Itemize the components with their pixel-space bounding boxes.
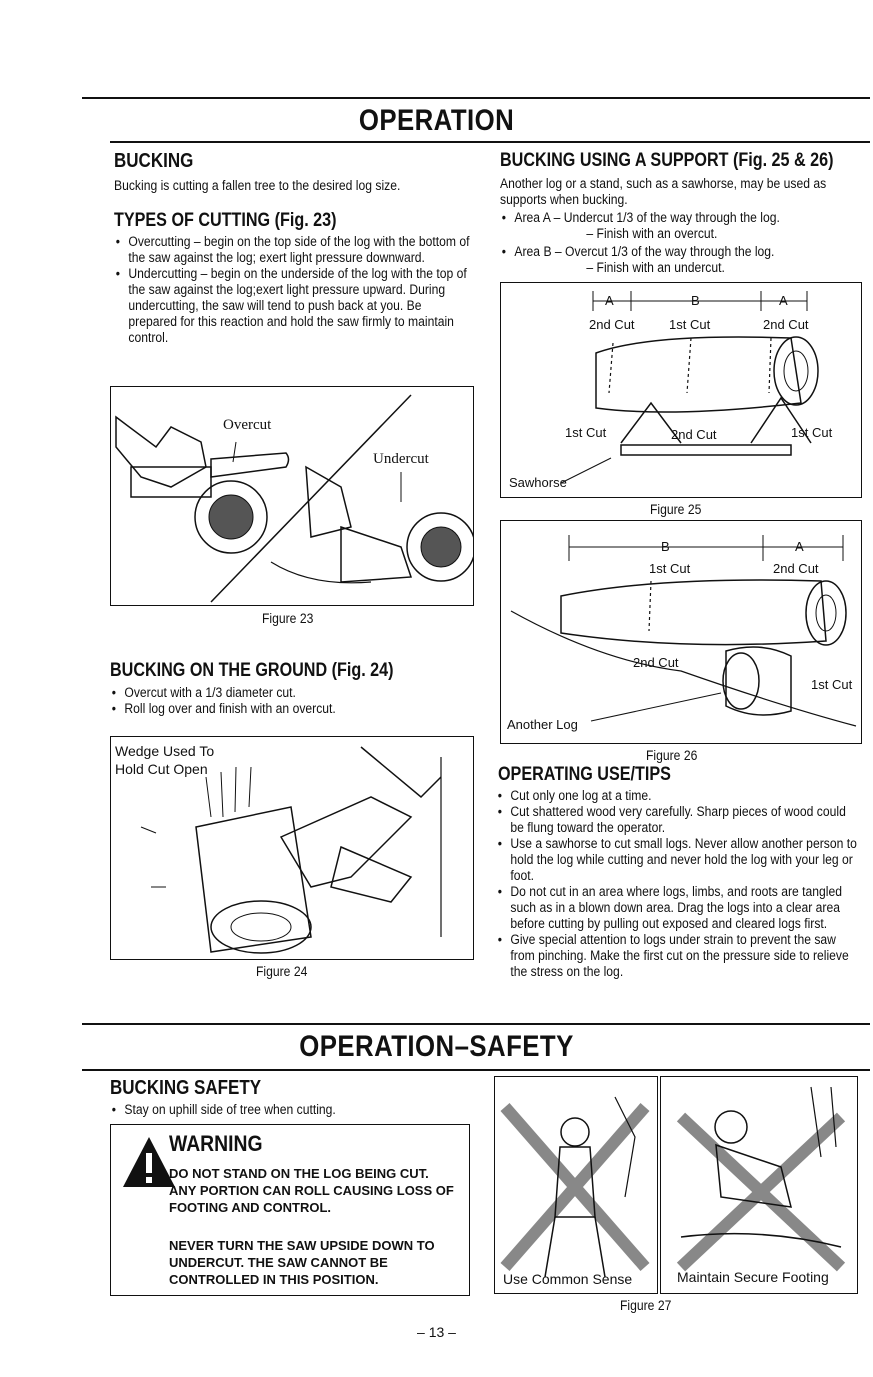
page-title-operation: OPERATION xyxy=(358,104,515,137)
figure-27-right-illustration xyxy=(676,1086,846,1272)
page-number: – 13 – xyxy=(417,1324,456,1340)
fig26-a: A xyxy=(795,539,804,554)
bucking-safety-heading: BUCKING SAFETY xyxy=(110,1077,262,1099)
bucking-intro: Bucking is cutting a fallen tree to the … xyxy=(114,178,401,193)
title-rule xyxy=(110,141,870,143)
list-item: Area B – Overcut 1/3 of the way through … xyxy=(500,244,860,276)
fig25-sawhorse-label: Sawhorse xyxy=(509,475,567,490)
operating-tips-heading: OPERATING USE/TIPS xyxy=(498,764,671,785)
warning-paragraph-1: DO NOT STAND ON THE LOG BEING CUT. ANY P… xyxy=(169,1166,454,1215)
list-item: Use a sawhorse to cut small logs. Never … xyxy=(496,836,860,884)
warning-triangle-icon xyxy=(123,1137,175,1187)
use-common-sense-label: Use Common Sense xyxy=(503,1271,633,1287)
figure-27-caption: Figure 27 xyxy=(620,1298,672,1313)
types-of-cutting-list: Overcutting – begin on the top side of t… xyxy=(114,234,472,346)
fig25-a-left: A xyxy=(605,293,614,308)
list-item: Stay on uphill side of tree when cutting… xyxy=(110,1102,452,1118)
figure-25-illustration xyxy=(560,291,819,484)
types-of-cutting-heading: TYPES OF CUTTING (Fig. 23) xyxy=(114,210,337,231)
overcut-label: Overcut xyxy=(223,417,272,433)
figure-24: Wedge Used To Hold Cut Open xyxy=(110,736,474,960)
fig25-bot-cut-mid: 2nd Cut xyxy=(671,427,717,442)
bucking-support-intro: Another log or a stand, such as a sawhor… xyxy=(500,176,827,207)
figure-27-left-panel: Use Common Sense xyxy=(494,1076,658,1294)
fig25-top-cut-mid: 1st Cut xyxy=(669,317,711,332)
wedge-label-line1: Wedge Used To xyxy=(115,743,215,759)
fig26-b: B xyxy=(661,539,670,554)
fig25-top-cut-right: 2nd Cut xyxy=(763,317,809,332)
warning-paragraph-2: NEVER TURN THE SAW UPSIDE DOWN TO UNDERC… xyxy=(169,1238,435,1287)
list-item: Do not cut in an area where logs, limbs,… xyxy=(496,884,860,932)
operating-tips-list: Cut only one log at a time. Cut shattere… xyxy=(496,788,860,980)
page-title-operation-safety: OPERATION–SAFETY xyxy=(299,1030,574,1063)
figure-26-caption: Figure 26 xyxy=(646,748,698,763)
figure-24-caption: Figure 24 xyxy=(256,964,308,979)
list-item: Roll log over and finish with an overcut… xyxy=(110,701,468,717)
list-item: Area A – Undercut 1/3 of the way through… xyxy=(500,210,860,242)
fig25-b: B xyxy=(691,293,700,308)
bucking-heading: BUCKING xyxy=(114,150,194,172)
undercut-label: Undercut xyxy=(373,451,429,467)
list-item: Undercutting – begin on the underside of… xyxy=(114,266,472,346)
figure-25-caption: Figure 25 xyxy=(650,502,702,517)
top-rule xyxy=(82,97,870,99)
figure-26: B A 1st Cut 2nd Cut 2nd Cut 1st Cut Anot… xyxy=(500,520,862,744)
bucking-safety-list: Stay on uphill side of tree when cutting… xyxy=(110,1102,452,1118)
list-item: Cut shattered wood very carefully. Sharp… xyxy=(496,804,860,836)
fig25-bot-cut-left: 1st Cut xyxy=(565,425,607,440)
warning-box: WARNING DO NOT STAND ON THE LOG BEING CU… xyxy=(110,1124,470,1296)
fig26-another-log-label: Another Log xyxy=(507,717,578,732)
fig26-cut-bottom: 2nd Cut xyxy=(633,655,679,670)
list-item: Cut only one log at a time. xyxy=(496,788,860,804)
wedge-label-line2: Hold Cut Open xyxy=(115,761,208,777)
bucking-ground-heading: BUCKING ON THE GROUND (Fig. 24) xyxy=(110,660,394,681)
fig26-cut-top-left: 1st Cut xyxy=(649,561,691,576)
figure-27-left-illustration xyxy=(500,1096,650,1278)
fig26-cut-top-right: 2nd Cut xyxy=(773,561,819,576)
safety-title-rule xyxy=(82,1069,870,1071)
bucking-support-list: Area A – Undercut 1/3 of the way through… xyxy=(500,210,860,276)
figure-25: A B A 2nd Cut 1st Cut 2nd Cut 1st Cut 2n… xyxy=(500,282,862,498)
maintain-secure-footing-label: Maintain Secure Footing xyxy=(677,1269,829,1285)
list-item: Overcut with a 1/3 diameter cut. xyxy=(110,685,468,701)
list-item: Overcutting – begin on the top side of t… xyxy=(114,234,472,266)
fig26-cut-right: 1st Cut xyxy=(811,677,853,692)
figure-27-right-panel: Maintain Secure Footing xyxy=(660,1076,858,1294)
fig25-top-cut-left: 2nd Cut xyxy=(589,317,635,332)
figure-23-illustration xyxy=(115,394,473,603)
fig25-bot-cut-right: 1st Cut xyxy=(791,425,833,440)
bucking-support-heading: BUCKING USING A SUPPORT (Fig. 25 & 26) xyxy=(500,150,834,171)
bucking-ground-list: Overcut with a 1/3 diameter cut. Roll lo… xyxy=(110,685,468,717)
fig25-a-right: A xyxy=(779,293,788,308)
figure-23: Overcut Undercut xyxy=(110,386,474,606)
figure-24-illustration xyxy=(140,746,442,954)
safety-top-rule xyxy=(82,1023,870,1025)
list-item: Give special attention to logs under str… xyxy=(496,932,860,980)
warning-title: WARNING xyxy=(169,1131,263,1156)
figure-23-caption: Figure 23 xyxy=(262,611,314,626)
figure-26-illustration xyxy=(510,535,857,727)
